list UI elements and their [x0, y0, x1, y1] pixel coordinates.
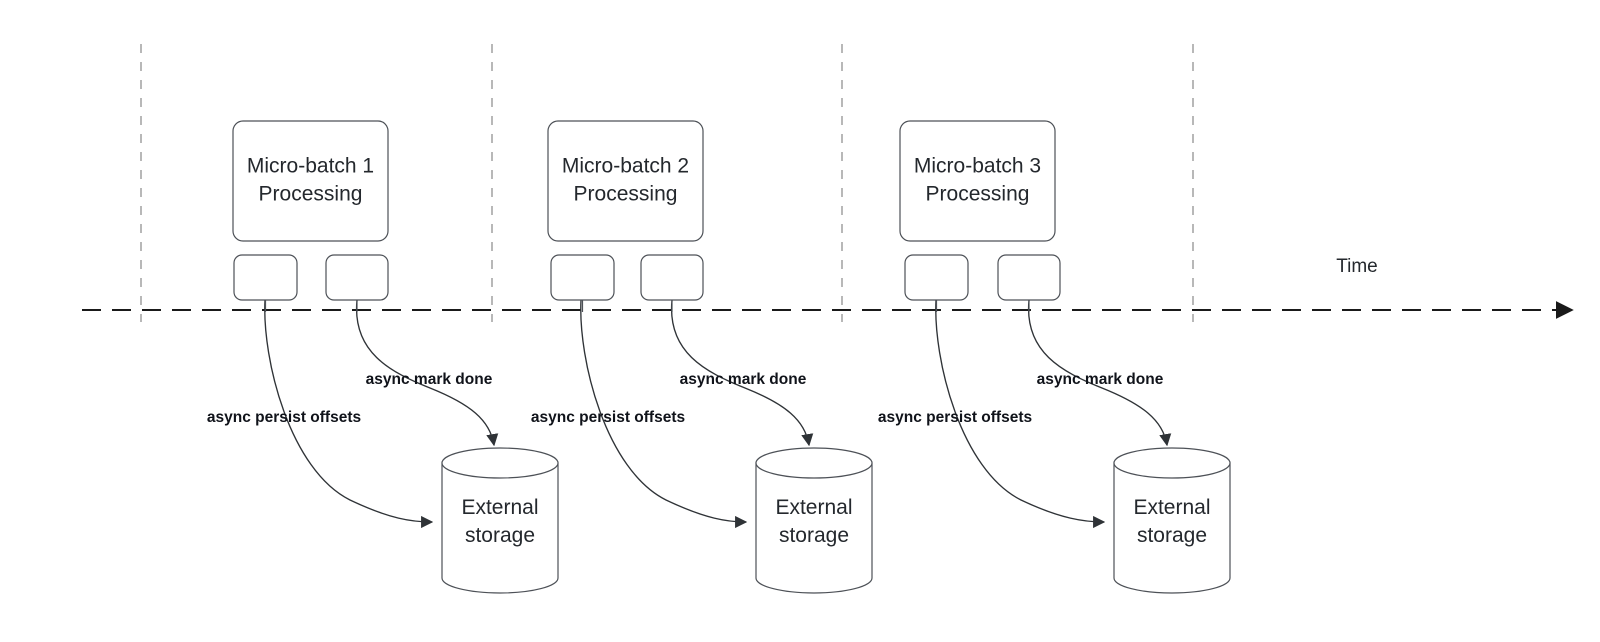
async-mark-done-curve: [1027, 299, 1172, 447]
external-storage-label-line2: storage: [465, 524, 535, 547]
async-persist-offsets-label: async persist offsets: [878, 409, 1032, 426]
commit-offsets-task-box[interactable]: [233, 254, 298, 301]
micro-batch-group: async persist offsets async mark done Micr…: [878, 120, 1231, 594]
external-storage-cylinder-top: [1113, 447, 1231, 479]
external-storage-cylinder-top: [755, 447, 873, 479]
async-mark-done-curve: [670, 299, 814, 447]
external-storage-label-line1: External: [461, 496, 538, 519]
commit-offsets-task-box[interactable]: [904, 254, 969, 301]
async-mark-done-label: async mark done: [366, 371, 493, 388]
async-mark-done-label: async mark done: [1037, 371, 1164, 388]
commit-offsets-task-box[interactable]: [550, 254, 615, 301]
micro-batch-processing-box[interactable]: [547, 120, 704, 242]
external-storage-label-line2: storage: [779, 524, 849, 547]
micro-batch-group: async persist offsets async mark done Micr…: [531, 120, 873, 594]
mark-done-task-box[interactable]: [325, 254, 389, 301]
micro-batch-box-line1: Micro-batch 1: [247, 155, 374, 178]
async-persist-offsets-curve: [264, 299, 434, 529]
mark-done-task-box[interactable]: [997, 254, 1061, 301]
external-storage-cylinder-body[interactable]: [441, 462, 559, 594]
micro-batch-box-line1: Micro-batch 3: [914, 155, 1041, 178]
async-persist-offsets-curve: [580, 299, 748, 529]
external-storage-label-line1: External: [775, 496, 852, 519]
micro-batch-box-line2: Processing: [259, 183, 363, 206]
async-mark-done-label: async mark done: [680, 371, 807, 388]
external-storage-cylinder-body[interactable]: [755, 462, 873, 594]
external-storage-cylinder-top: [441, 447, 559, 479]
async-persist-offsets-curve: [935, 299, 1106, 529]
micro-batch-box-line2: Processing: [574, 183, 678, 206]
external-storage-cylinder-body[interactable]: [1113, 462, 1231, 594]
micro-batch-processing-box[interactable]: [232, 120, 389, 242]
external-storage-label-line2: storage: [1137, 524, 1207, 547]
micro-batch-processing-box[interactable]: [899, 120, 1056, 242]
micro-batch-box-line2: Processing: [926, 183, 1030, 206]
mark-done-task-box[interactable]: [640, 254, 704, 301]
async-persist-offsets-label: async persist offsets: [207, 409, 361, 426]
micro-batch-group: async persist offsets async mark done Micr…: [207, 120, 559, 594]
external-storage-label-line1: External: [1133, 496, 1210, 519]
time-axis-label: Time: [1336, 256, 1378, 277]
async-persist-offsets-label: async persist offsets: [531, 409, 685, 426]
micro-batch-groups: async persist offsets async mark done Micr…: [207, 120, 1231, 594]
async-mark-done-curve: [355, 299, 499, 447]
time-axis: Time: [82, 256, 1574, 319]
micro-batch-box-line1: Micro-batch 2: [562, 155, 689, 178]
